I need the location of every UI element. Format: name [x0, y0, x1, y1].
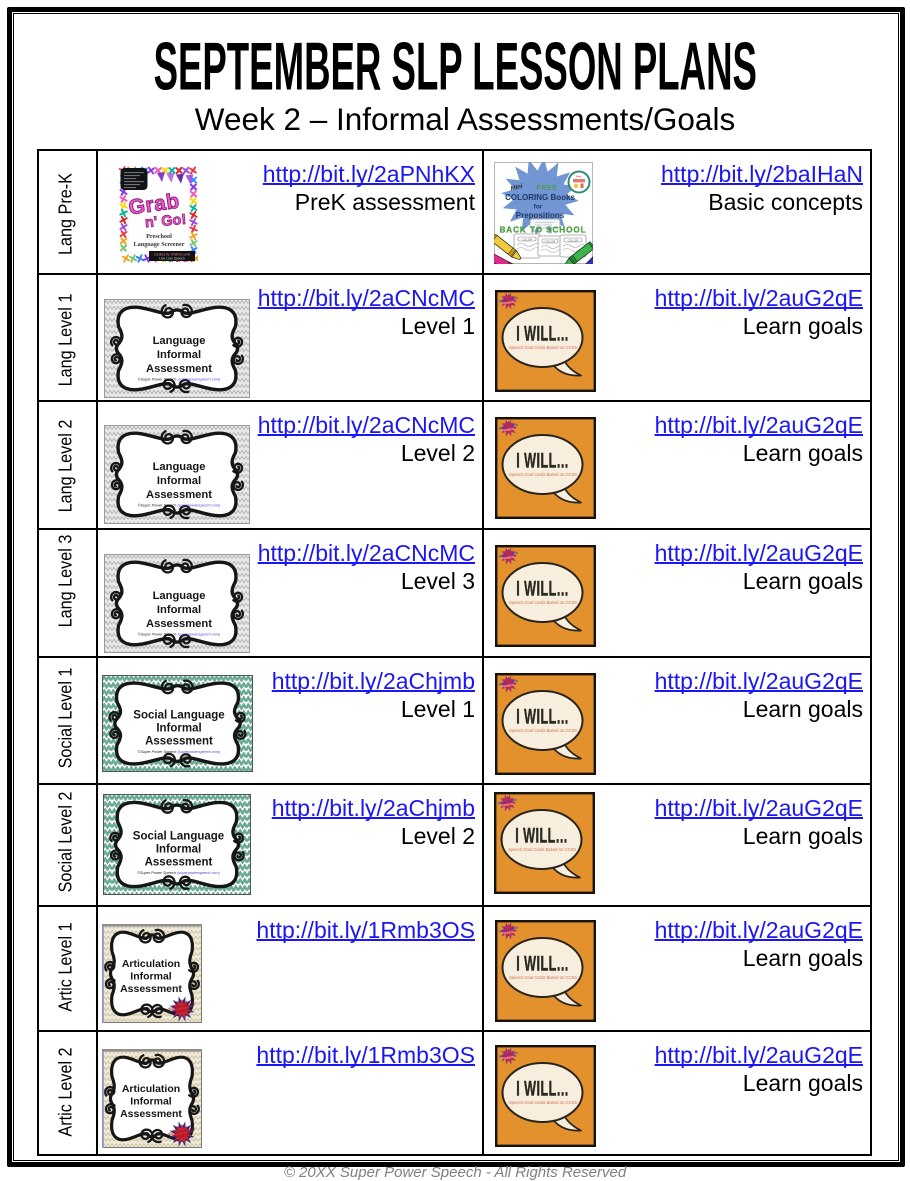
- svg-text:SUPER POWER: SUPER POWER: [498, 679, 518, 687]
- svg-text:COLOR: COLOR: [568, 239, 580, 243]
- svg-text:I WILL...: I WILL...: [515, 823, 568, 847]
- svg-text:©Super Power Speech (superpowe: ©Super Power Speech (superpowerspeech.co…: [137, 871, 220, 875]
- svg-text:Assessment: Assessment: [146, 618, 212, 630]
- svg-text:Articulation: Articulation: [122, 1083, 180, 1095]
- svg-text:©Super Power Speech (superpowe: ©Super Power Speech (superpowerspeech.co…: [138, 633, 221, 637]
- svg-text:SUPER POWER: SUPER POWER: [498, 423, 518, 431]
- svg-text:Assessment: Assessment: [120, 1108, 182, 1120]
- svg-text:SPEECH: SPEECH: [503, 299, 514, 305]
- svg-text:©Super Power Speech (superpowe: ©Super Power Speech (superpowerspeech.co…: [138, 750, 221, 754]
- svg-text:Prepositions: Prepositions: [516, 211, 565, 220]
- svg-text:Speech Goal Cards Based on CCS: Speech Goal Cards Based on CCSS: [509, 345, 577, 350]
- svg-text:SUPER POWER: SUPER POWER: [498, 551, 518, 559]
- svg-text:Informal: Informal: [156, 843, 201, 855]
- svg-text:©Super Power Speech (superpowe: ©Super Power Speech (superpowerspeech.co…: [138, 504, 221, 508]
- svg-text:I WILL...: I WILL...: [516, 321, 569, 345]
- svg-text:SPEECH: SPEECH: [503, 929, 514, 935]
- svg-text:I WILL...: I WILL...: [516, 448, 569, 472]
- svg-text:Social Language: Social Language: [133, 710, 224, 722]
- svg-text:SPEECH: SPEECH: [503, 426, 514, 432]
- svg-text:FREE: FREE: [536, 185, 557, 192]
- svg-text:Speech Goal Cards Based on CCS: Speech Goal Cards Based on CCSS: [508, 847, 576, 852]
- svg-text:Assessment: Assessment: [145, 856, 213, 868]
- svg-text:©Super Power Speech (superpowe: ©Super Power Speech (superpowerspeech.co…: [138, 378, 221, 382]
- svg-text:Mrs.: Mrs.: [576, 175, 582, 179]
- svg-text:SPEECH: SPEECH: [503, 682, 514, 688]
- svg-text:Language: Language: [153, 461, 206, 473]
- svg-text:BACK TO SCHOOL: BACK TO SCHOOL: [499, 226, 586, 235]
- svg-text:I WILL...: I WILL...: [516, 1076, 569, 1100]
- svg-text:Articulation: Articulation: [122, 958, 180, 970]
- svg-text:Language: Language: [153, 335, 206, 347]
- svg-text:Assessment: Assessment: [146, 489, 212, 501]
- svg-text:SUPER POWER: SUPER POWER: [498, 1051, 518, 1059]
- svg-text:Informal: Informal: [156, 723, 201, 735]
- svg-text:Assessment: Assessment: [146, 363, 212, 375]
- svg-text:Created by: Kristina Lamb: Created by: Kristina Lamb: [154, 253, 191, 257]
- svg-text:for: for: [534, 204, 543, 211]
- svg-text:Language Screener: Language Screener: [134, 241, 185, 248]
- svg-text:Informal: Informal: [130, 1096, 172, 1108]
- svg-text:Language: Language: [153, 590, 206, 602]
- svg-text:SUPER POWER: SUPER POWER: [498, 926, 518, 934]
- svg-text:I WILL...: I WILL...: [516, 576, 569, 600]
- svg-text:I WILL...: I WILL...: [516, 704, 569, 728]
- svg-text:SPEECH: SPEECH: [175, 1008, 191, 1015]
- svg-text:Assessment: Assessment: [120, 983, 182, 995]
- svg-text:Speech Goal Cards Based on CCS: Speech Goal Cards Based on CCSS: [509, 1100, 577, 1105]
- svg-text:SPEECH: SPEECH: [502, 801, 513, 807]
- svg-text:Live Love Speech: Live Love Speech: [159, 257, 185, 261]
- svg-text:COLOR: COLOR: [522, 238, 534, 242]
- svg-text:Informal: Informal: [157, 604, 201, 616]
- svg-text:SUPER POWER: SUPER POWER: [497, 798, 517, 806]
- svg-text:Speech Goal Cards Based on CCS: Speech Goal Cards Based on CCSS: [509, 975, 577, 980]
- svg-text:SPEECH: SPEECH: [503, 554, 514, 560]
- svg-text:SPEECH: SPEECH: [503, 1054, 514, 1060]
- svg-text:Speech Goal Cards Based on CCS: Speech Goal Cards Based on CCSS: [509, 472, 577, 477]
- svg-text:Social Language: Social Language: [133, 830, 224, 842]
- svg-text:COLOR: COLOR: [545, 240, 557, 244]
- svg-text:COLORING Books: COLORING Books: [505, 193, 575, 202]
- svg-text:Assessment: Assessment: [145, 736, 213, 748]
- svg-text:Speech Goal Cards Based on CCS: Speech Goal Cards Based on CCSS: [509, 728, 577, 733]
- svg-text:Informal: Informal: [157, 475, 201, 487]
- svg-text:Mini: Mini: [510, 184, 523, 193]
- svg-text:Informal: Informal: [157, 349, 201, 361]
- svg-text:n' Go!: n' Go!: [144, 212, 187, 232]
- svg-text:Informal: Informal: [130, 971, 172, 983]
- svg-text:SUPER POWER: SUPER POWER: [498, 296, 518, 304]
- svg-text:SPEECH: SPEECH: [175, 1133, 191, 1140]
- svg-text:Speech Goal Cards Based on CCS: Speech Goal Cards Based on CCSS: [509, 600, 577, 605]
- svg-text:Preschool: Preschool: [146, 233, 172, 240]
- svg-text:SUPER POWER: SUPER POWER: [168, 1002, 196, 1012]
- svg-text:I WILL...: I WILL...: [516, 951, 569, 975]
- svg-text:SUPER POWER: SUPER POWER: [168, 1127, 196, 1137]
